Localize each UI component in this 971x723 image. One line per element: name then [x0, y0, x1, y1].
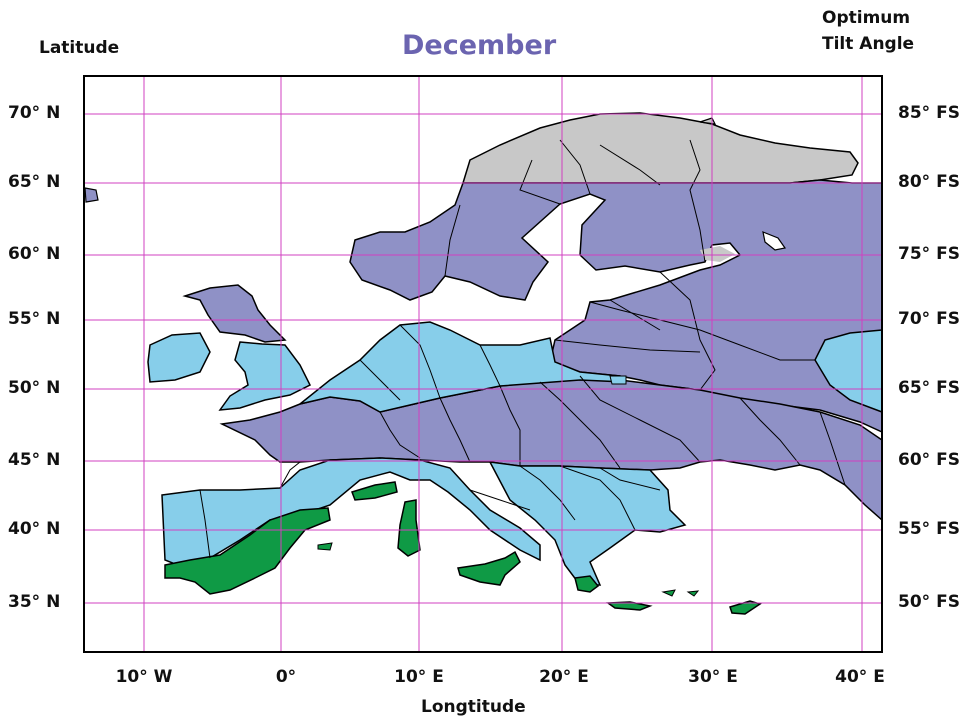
lon-label-30e: 30° E — [688, 667, 738, 687]
lat-label-45n: 45° N — [8, 450, 61, 470]
lat-label-60n: 60° N — [8, 244, 61, 264]
lon-label-10w: 10° W — [115, 667, 173, 687]
lat-label-70n: 70° N — [8, 103, 61, 123]
lat-label-65n: 65° N — [8, 172, 61, 192]
lon-label-10e: 10° E — [394, 667, 444, 687]
zone-lightblue — [147, 321, 883, 586]
tilt-label-50: 50° FS — [898, 592, 960, 612]
land-finland-island — [700, 246, 735, 262]
land-east-patch — [814, 329, 883, 414]
left-axis-title: Latitude — [39, 38, 120, 58]
land-iberia-italy-balkans — [161, 457, 541, 567]
lon-label-40e: 40° E — [835, 667, 885, 687]
lat-label-35n: 35° N — [8, 592, 61, 612]
zone-purple — [84, 179, 883, 522]
map-title: December — [402, 30, 557, 61]
map-frame — [83, 75, 883, 653]
land-south-france-coast — [351, 481, 398, 501]
lon-label-20e: 20° E — [539, 667, 589, 687]
tilt-label-75: 75° FS — [898, 244, 960, 264]
land-balkans — [488, 461, 687, 586]
right-axis-title-line2: Tilt Angle — [822, 34, 915, 54]
land-crete — [605, 601, 653, 611]
land-greece-south — [574, 575, 600, 593]
zone-grey — [461, 112, 859, 184]
lat-label-40n: 40° N — [8, 519, 61, 539]
lat-label-55n: 55° N — [8, 309, 61, 329]
tilt-label-55: 55° FS — [898, 519, 960, 539]
land-scotland — [182, 284, 287, 343]
lon-label-0: 0° — [275, 667, 297, 687]
tilt-label-60: 60° FS — [898, 450, 960, 470]
tilt-label-85: 85° FS — [898, 103, 960, 123]
land-grey-north — [461, 112, 859, 184]
tilt-label-80: 80° FS — [898, 172, 960, 192]
land-corsica-sardinia — [397, 499, 421, 557]
lat-label-50n: 50° N — [8, 378, 61, 398]
land-sicily-south-italy — [457, 550, 521, 586]
gridlines — [84, 76, 882, 652]
right-axis-title-line1: Optimum — [822, 8, 911, 28]
bottom-axis-title: Longtitude — [421, 697, 526, 717]
land-britain — [218, 341, 312, 411]
tilt-label-65: 65° FS — [898, 378, 960, 398]
tilt-label-70: 70° FS — [898, 309, 960, 329]
land-ireland — [147, 332, 211, 383]
land-cyprus — [729, 600, 762, 615]
country-borders — [199, 139, 846, 559]
